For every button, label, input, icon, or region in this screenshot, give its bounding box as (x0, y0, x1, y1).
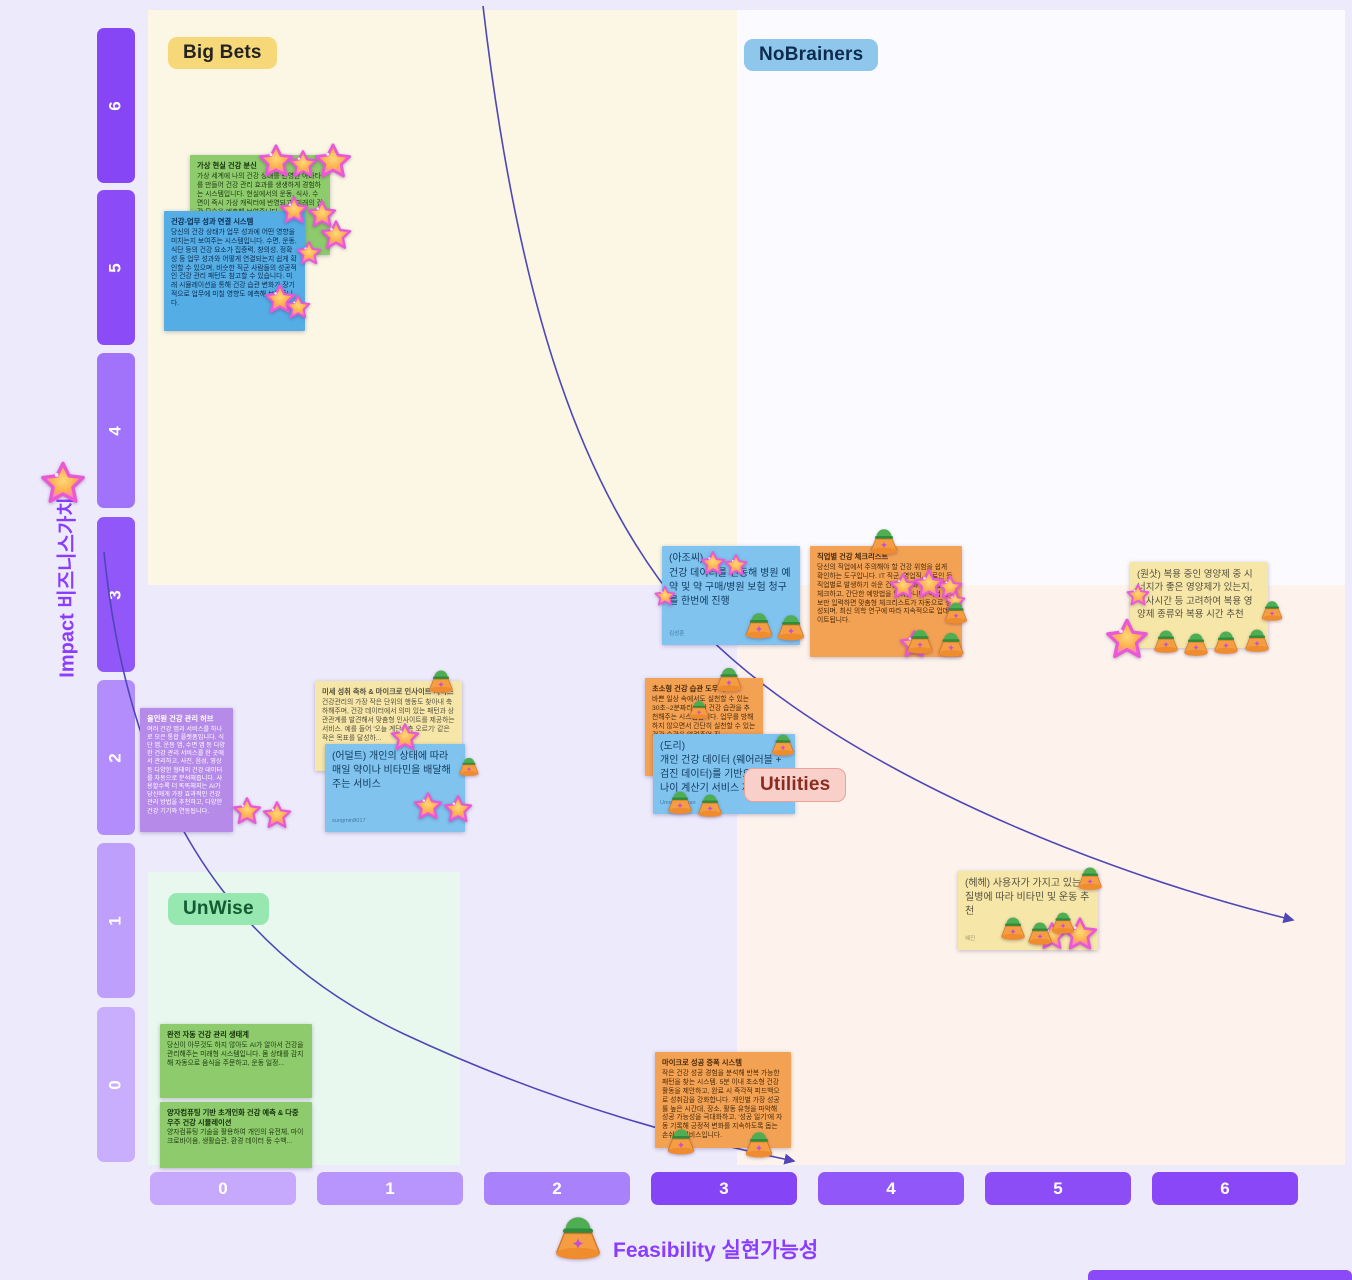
note-body: (어덜트) 개인의 상태에 따라 매일 약이나 비타민을 배달해주는 서비스 (332, 750, 458, 792)
ufo-sticker[interactable] (1241, 625, 1273, 654)
y-tick-4-label: 4 (106, 425, 125, 436)
note-title: 건강-업무 성과 연결 시스템 (171, 217, 254, 226)
y-tick-6-label: 6 (106, 100, 125, 111)
sticky-note-health-work[interactable]: 건강-업무 성과 연결 시스템 당신의 건강 상태가 업무 성과에 어떤 영향을… (164, 211, 305, 331)
ufo-sticker[interactable] (1048, 908, 1078, 936)
note-body: 여러 건강 앱과 서비스를 하나로 모은 통합 플랫폼입니다. 식단 앱, 운동… (147, 725, 226, 815)
impact-axis-label: Impact 비즈니스가치 (56, 497, 79, 678)
quadrant-label-nobrainers[interactable]: NoBrainers (744, 39, 879, 71)
ufo-sticker[interactable] (1074, 863, 1106, 892)
ufo-sticker[interactable] (425, 666, 457, 695)
quadrant-label-unwise[interactable]: UnWise (168, 893, 269, 925)
star-sticker[interactable] (443, 794, 473, 824)
y-tick-3: 3 (97, 517, 135, 672)
star-sticker[interactable] (1105, 617, 1149, 661)
axis-strip-partial (1088, 1270, 1352, 1280)
star-sticker[interactable] (654, 585, 676, 607)
y-tick-0: 0 (97, 1007, 135, 1162)
star-sticker[interactable] (314, 142, 352, 180)
x-tick-0: 0 (150, 1172, 296, 1205)
ufo-sticker[interactable] (1150, 626, 1182, 655)
ufo-sticker[interactable] (1210, 627, 1242, 656)
sticky-note-auto-eco[interactable]: 완전 자동 건강 관리 생태계 당신이 아무것도 하지 않아도 AI가 알아서 … (160, 1024, 312, 1098)
note-title: 올인원 건강 관리 허브 (147, 714, 214, 723)
note-body: 당신이 아무것도 하지 않아도 AI가 알아서 건강을 관리해주는 미래형 시스… (167, 1041, 304, 1067)
ufo-sticker[interactable] (941, 598, 971, 626)
ufo-sticker[interactable] (663, 1124, 699, 1157)
x-tick-5: 5 (985, 1172, 1131, 1205)
ufo-sticker[interactable] (686, 697, 712, 721)
y-tick-2-label: 2 (106, 752, 125, 763)
y-tick-6: 6 (97, 28, 135, 183)
star-sticker[interactable] (285, 294, 311, 320)
y-tick-1-label: 1 (106, 915, 125, 926)
y-tick-2: 2 (97, 680, 135, 835)
star-sticker[interactable] (1126, 583, 1150, 607)
star-sticker[interactable] (700, 550, 726, 576)
ufo-sticker[interactable] (1258, 597, 1286, 623)
star-sticker[interactable] (232, 796, 262, 826)
ufo-sticker[interactable] (694, 790, 726, 819)
x-tick-1: 1 (317, 1172, 463, 1205)
ufo-sticker[interactable] (456, 754, 482, 778)
star-icon[interactable] (40, 460, 86, 506)
quadrant-label-big-bets[interactable]: Big Bets (168, 37, 277, 69)
ufo-sticker[interactable] (664, 787, 696, 816)
note-body: 건강관리의 가장 작은 단위의 행동도 찾아내 축하해주며, 건강 데이터에서 … (322, 698, 455, 742)
x-tick-3: 3 (651, 1172, 797, 1205)
x-tick-4: 4 (818, 1172, 964, 1205)
note-author: 혜진 (965, 936, 976, 943)
ufo-sticker[interactable] (1180, 629, 1212, 658)
star-sticker[interactable] (413, 791, 443, 821)
x-tick-2: 2 (484, 1172, 630, 1205)
ufo-sticker[interactable] (741, 1127, 777, 1160)
y-tick-3-label: 3 (106, 589, 125, 600)
y-tick-4: 4 (97, 353, 135, 508)
note-body: 당신의 건강 상태가 업무 성과에 어떤 영향을 미치는지 보여주는 시스템입니… (171, 228, 297, 308)
star-sticker[interactable] (320, 219, 352, 251)
feasibility-axis-label: Feasibility 실현가능성 (613, 1239, 819, 1262)
star-sticker[interactable] (279, 195, 309, 225)
x-tick-6: 6 (1152, 1172, 1298, 1205)
note-title: (헤헤) (965, 878, 991, 889)
y-tick-0-label: 0 (106, 1079, 125, 1090)
ufo-sticker[interactable] (934, 628, 968, 659)
y-tick-5: 5 (97, 190, 135, 345)
quadrant-nobrainers-zone (737, 10, 1345, 585)
ufo-sticker[interactable] (903, 625, 937, 656)
quadrant-label-utilities[interactable]: Utilities (744, 768, 847, 802)
note-title: 완전 자동 건강 관리 생태계 (167, 1030, 249, 1039)
note-title: (원샷) (1137, 569, 1161, 580)
y-tick-5-label: 5 (106, 262, 125, 273)
star-sticker[interactable] (390, 722, 420, 752)
star-sticker[interactable] (296, 240, 322, 266)
sticky-note-allinone[interactable]: 올인원 건강 관리 허브 여러 건강 앱과 서비스를 하나로 모은 통합 플랫폼… (140, 708, 233, 832)
ufo-sticker[interactable] (866, 524, 902, 557)
star-sticker[interactable] (262, 800, 292, 830)
ufo-sticker[interactable] (741, 608, 777, 641)
note-title: 가상 현실 건강 분신 (197, 161, 257, 170)
note-title: (도리) (660, 741, 686, 752)
note-title: 양자컴퓨팅 기반 초개인화 건강 예측 & 다중우주 건강 시뮬레이션 (167, 1108, 299, 1127)
note-title: (어덜트) (332, 751, 367, 762)
ufo-icon[interactable] (548, 1208, 608, 1264)
y-tick-1: 1 (97, 843, 135, 998)
ufo-sticker[interactable] (712, 663, 746, 694)
sticky-note-quantum[interactable]: 양자컴퓨팅 기반 초개인화 건강 예측 & 다중우주 건강 시뮬레이션 양자컴퓨… (160, 1102, 312, 1168)
note-body: 양자컴퓨팅 기술을 활용하여 개인의 유전체, 마이크로바이옴, 생활습관, 환… (167, 1129, 304, 1146)
ufo-sticker[interactable] (768, 730, 798, 758)
star-sticker[interactable] (724, 553, 748, 577)
note-body: (원샷) 복용 중인 영양제 중 시너지가 좋은 영양제가 있는지, 식사시간 … (1137, 568, 1261, 621)
note-title: 마이크로 성공 증폭 시스템 (662, 1058, 742, 1067)
ufo-sticker[interactable] (773, 610, 809, 643)
